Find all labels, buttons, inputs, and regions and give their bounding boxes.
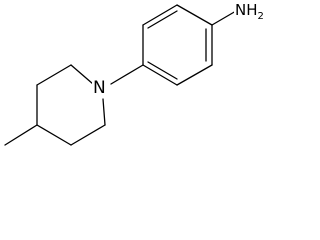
piperidine-nitrogen-label: N xyxy=(92,78,107,98)
bond-piperidine-5 xyxy=(70,124,106,146)
bond-piperidine-4 xyxy=(36,124,72,146)
amine-label: NH2 xyxy=(234,1,265,22)
bond-benzene-3 xyxy=(176,64,213,86)
bond-piperidine-6 xyxy=(102,98,106,126)
amine-label-subscript: 2 xyxy=(257,11,264,22)
structure-diagram xyxy=(4,4,237,146)
bond-benzene-1 xyxy=(176,4,213,26)
bond-benzene-4 xyxy=(142,64,178,86)
bond-ring-to-piperidine-n xyxy=(110,64,144,85)
amine-label-main: NH xyxy=(235,1,258,19)
bond-ring-to-amine xyxy=(211,10,237,26)
double-bond-inner-1 xyxy=(147,10,178,29)
bond-methyl xyxy=(4,124,38,146)
bond-piperidine-2 xyxy=(36,64,72,86)
double-bond-inner-3 xyxy=(147,61,178,80)
bond-benzene-6 xyxy=(142,4,178,26)
bond-piperidine-1 xyxy=(70,64,94,85)
